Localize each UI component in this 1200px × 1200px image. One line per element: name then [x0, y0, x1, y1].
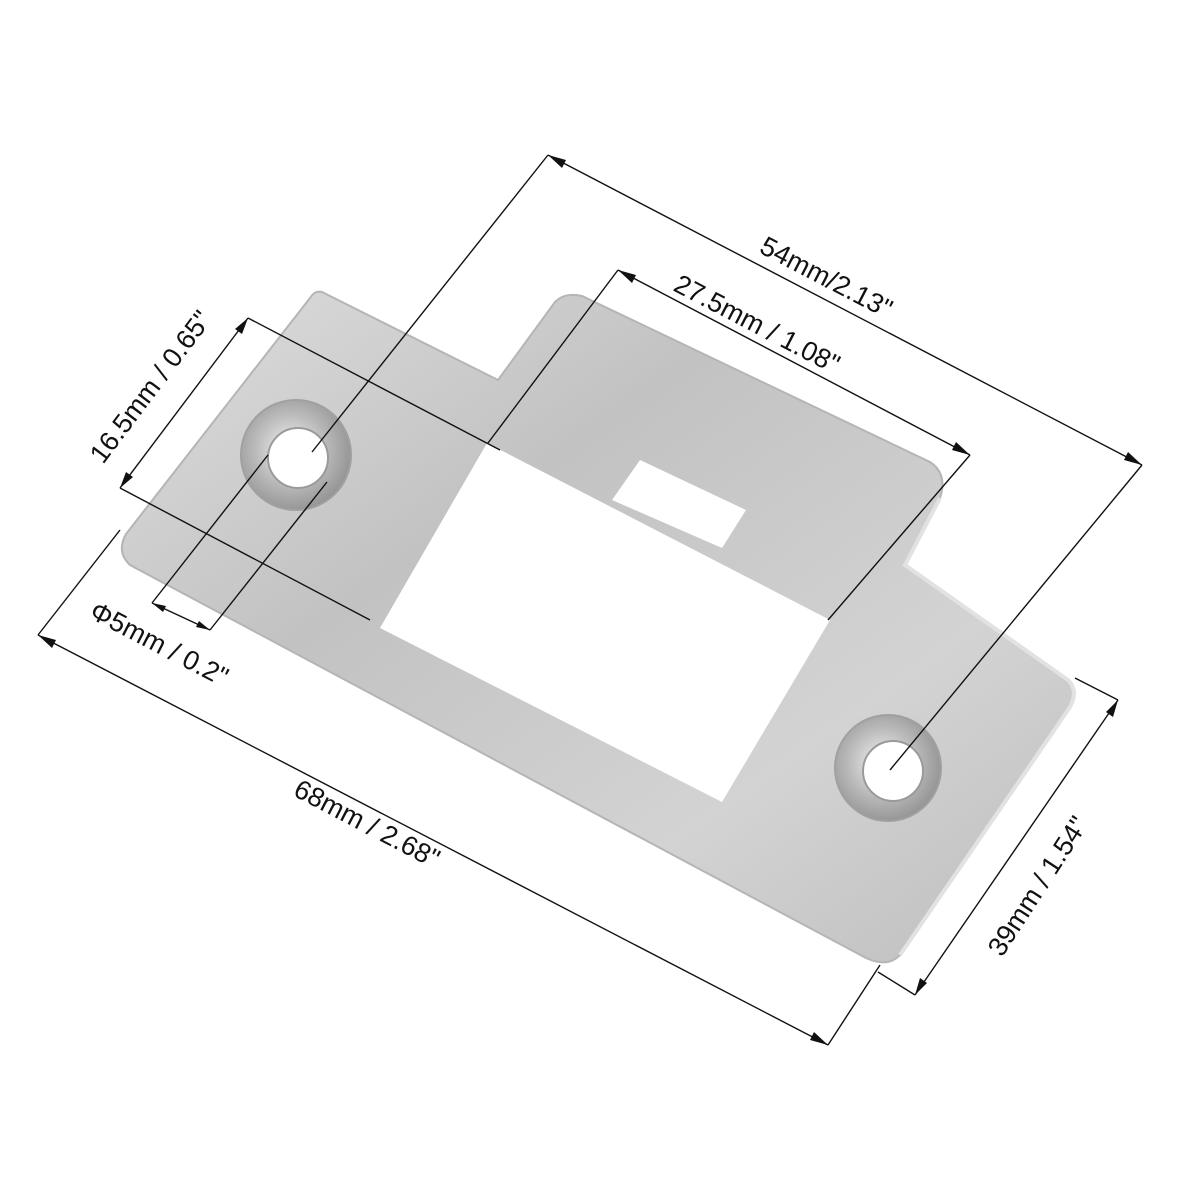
plate-shape: [120, 290, 1075, 964]
dimension-label-overall-height: 54mm/2.13": [755, 231, 897, 324]
plate-edge: [898, 497, 1076, 957]
right-screw-hole: [834, 714, 942, 822]
dimension-label-overall-length: 68mm / 2.68": [289, 774, 444, 874]
strike-plate: [120, 290, 1076, 964]
left-screw-hole: [240, 399, 352, 511]
dimension-label-plate-width: 39mm / 1.54": [982, 811, 1094, 961]
dimension-label-hole-diameter: Φ5mm / 0.2": [85, 596, 233, 692]
